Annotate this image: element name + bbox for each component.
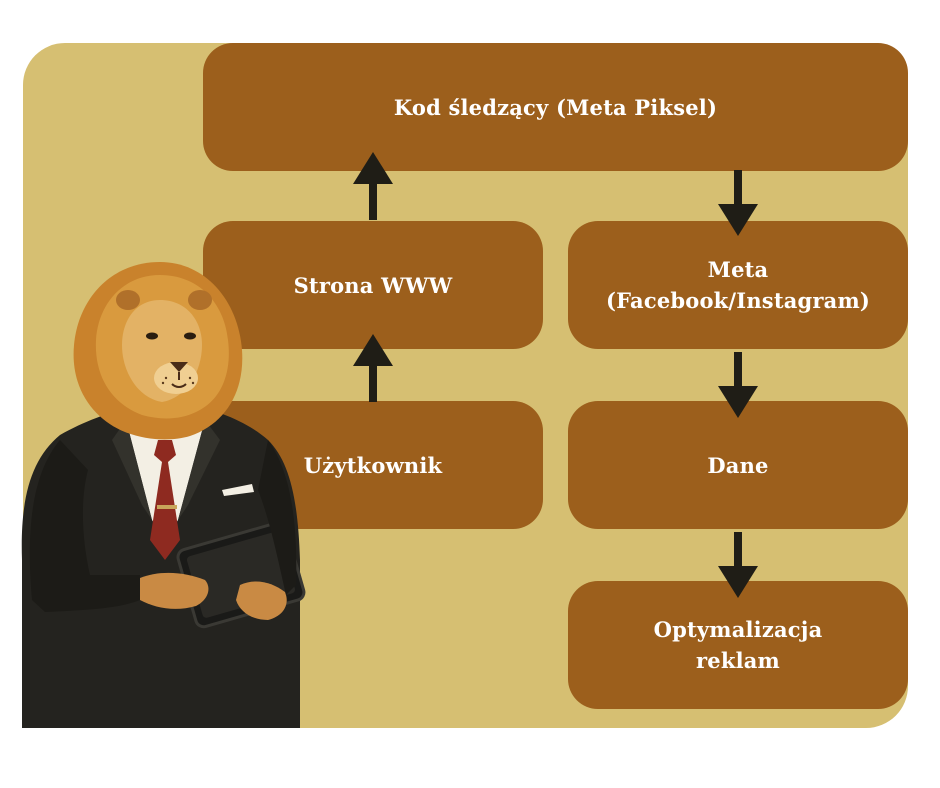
lion-in-suit-holding-tablet-icon — [21, 262, 306, 728]
node-tracking-code: Kod śledzący (Meta Piksel) — [203, 43, 908, 171]
node-meta-label: Meta (Facebook/Instagram) — [605, 257, 871, 313]
node-website-label: Strona WWW — [293, 272, 453, 298]
arrow-website-to-tracking-code — [353, 152, 393, 220]
node-ad-optimization: Optymalizacja reklam — [568, 581, 908, 709]
node-meta: Meta (Facebook/Instagram) — [568, 221, 908, 349]
arrow-meta-to-data — [718, 352, 758, 418]
node-data: Dane — [568, 401, 908, 529]
arrow-user-to-website — [353, 334, 393, 402]
arrow-tracking-code-to-meta — [718, 170, 758, 236]
node-tracking-code-label: Kod śledzący (Meta Piksel) — [393, 94, 718, 120]
node-ad-optimization-label: Optymalizacja reklam — [653, 617, 823, 673]
node-website: Strona WWW — [203, 221, 543, 349]
node-data-label: Dane — [707, 452, 769, 478]
arrow-data-to-ad-optimization — [718, 532, 758, 598]
node-user-label: Użytkownik — [303, 452, 443, 478]
